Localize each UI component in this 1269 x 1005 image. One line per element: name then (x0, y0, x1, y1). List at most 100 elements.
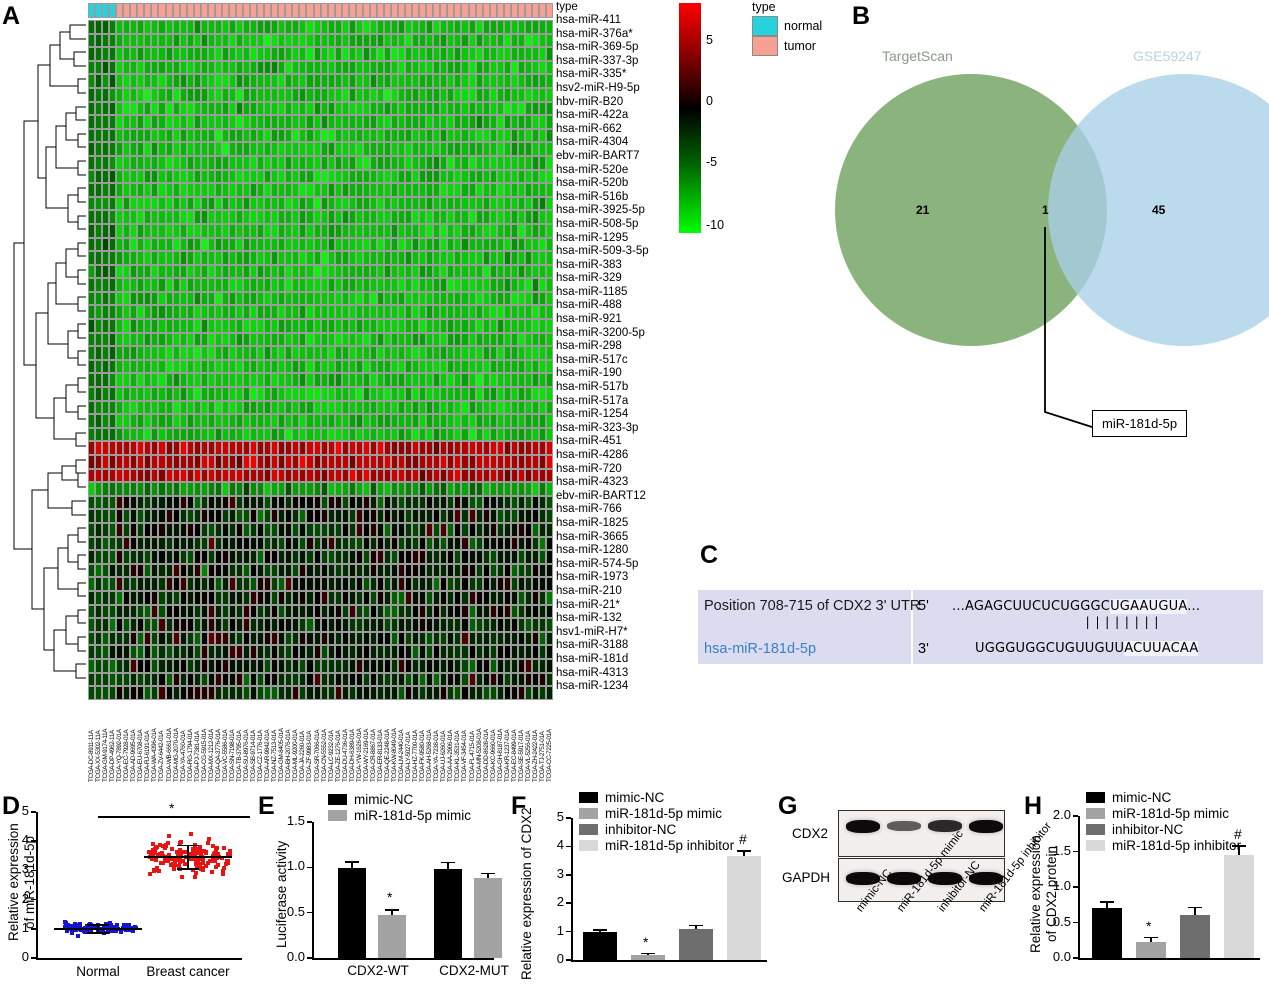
heatmap-cell (172, 60, 180, 75)
legend-label: mimic-NC (1112, 790, 1172, 805)
heatmap-cell (264, 196, 272, 211)
heatmap-cell (214, 33, 222, 48)
heatmap-cell (130, 658, 138, 673)
heatmap-cell (271, 631, 279, 646)
heatmap-cell (391, 672, 399, 687)
anno-cell-tumor (503, 3, 511, 18)
heatmap-cell (327, 142, 335, 156)
heatmap-cell (221, 196, 229, 211)
heatmap-cell (419, 373, 427, 388)
heatmap-cell (158, 522, 166, 537)
heatmap-cell (116, 87, 124, 102)
heatmap-cell (482, 20, 490, 34)
heatmap-cell (447, 332, 455, 347)
heatmap-cell (228, 686, 236, 700)
heatmap-cell (243, 550, 251, 564)
heatmap-cell (243, 278, 251, 292)
heatmap-cell (546, 291, 554, 306)
heatmap-cell (116, 441, 124, 455)
scatter-point (189, 832, 194, 837)
heatmap-cell (503, 631, 511, 646)
heatmap-cell (179, 645, 187, 659)
heatmap-cell (405, 373, 413, 388)
heatmap-cell (531, 563, 539, 578)
heatmap-cell (433, 509, 441, 523)
heatmap-cell (250, 210, 258, 224)
heatmap-row (88, 305, 554, 320)
heatmap-cell (468, 101, 476, 116)
heatmap-cell (151, 482, 159, 496)
heatmap-cell (334, 332, 342, 347)
heatmap-cell (510, 223, 518, 238)
heatmap-cell (433, 264, 441, 279)
heatmap-cell (517, 74, 525, 88)
anno-cell-tumor (116, 3, 124, 18)
heatmap-cell (320, 590, 328, 605)
heatmap-cell (102, 47, 110, 61)
significance-mark: * (1146, 917, 1152, 934)
heatmap-cell (158, 346, 166, 360)
anno-cell-tumor (531, 3, 539, 18)
heatmap-cell (109, 590, 117, 605)
heatmap-cell (489, 550, 497, 564)
heatmap-cell (243, 427, 251, 442)
heatmap-cell (144, 495, 152, 510)
heatmap-cell (292, 223, 300, 238)
heatmap-cell (320, 47, 328, 61)
y-axis (36, 812, 38, 958)
heatmap-cell (539, 305, 547, 320)
heatmap-cell (158, 142, 166, 156)
heatmap-cell (531, 210, 539, 224)
error-bar (391, 909, 393, 916)
scatter-point (173, 862, 178, 867)
heatmap-cell (369, 196, 377, 211)
scatter-point (167, 834, 172, 839)
heatmap-cell (517, 455, 525, 469)
heatmap-cell (214, 645, 222, 659)
heatmap-cell (496, 60, 504, 75)
heatmap-cell (264, 346, 272, 360)
heatmap-cell (405, 196, 413, 211)
heatmap-cell (454, 427, 462, 442)
heatmap-cell (207, 332, 215, 347)
heatmap-cell (250, 427, 258, 442)
heatmap-cell (116, 618, 124, 632)
heatmap-cell (193, 387, 201, 401)
heatmap-cell (299, 455, 307, 469)
heatmap-cell (412, 346, 420, 360)
heatmap-cell (517, 196, 525, 211)
heatmap-cell (531, 169, 539, 184)
heatmap-cell (221, 631, 229, 646)
heatmap-cell (306, 60, 314, 75)
heatmap-cell (440, 509, 448, 523)
heatmap-cell (250, 60, 258, 75)
heatmap-cell (221, 482, 229, 496)
scatter-point (133, 924, 138, 929)
heatmap-cell (440, 359, 448, 374)
heatmap-cell (221, 427, 229, 442)
heatmap-cell (200, 577, 208, 591)
heatmap-cell (355, 400, 363, 415)
heatmap-cell (419, 359, 427, 374)
heatmap-cell (433, 522, 441, 537)
heatmap-cell (341, 237, 349, 252)
heatmap-cell (278, 672, 286, 687)
scatter-point (213, 850, 218, 855)
heatmap-cell (235, 278, 244, 292)
heatmap-cell (510, 196, 518, 211)
heatmap-cell (179, 251, 187, 265)
heatmap-cell (278, 155, 286, 170)
heatmap-cell (376, 101, 384, 116)
heatmap-cell (461, 183, 469, 197)
heatmap-cell (214, 672, 222, 687)
heatmap-cell (137, 264, 145, 279)
heatmap-cell (489, 427, 497, 442)
heatmap-cell (510, 645, 518, 659)
heatmap-cell (179, 672, 187, 687)
heatmap-cell (221, 672, 229, 687)
heatmap-cell (123, 87, 131, 102)
heatmap-cell (348, 60, 356, 75)
scatter-point (203, 863, 208, 868)
heatmap-cell (221, 359, 229, 374)
heatmap-cell (116, 631, 124, 646)
